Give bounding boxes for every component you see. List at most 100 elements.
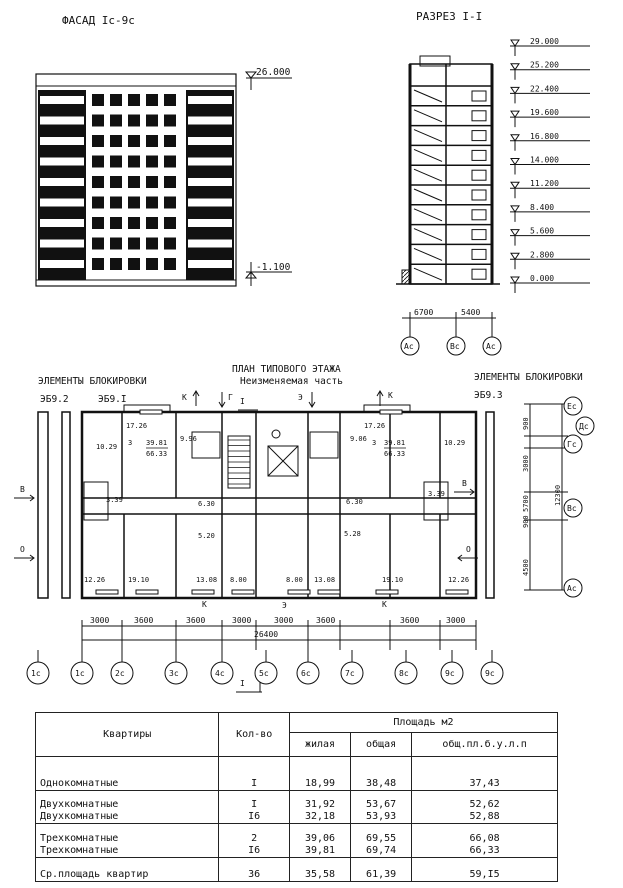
plan-axis-label-2: 2с: [115, 669, 125, 678]
table-cell-value: I6: [248, 844, 261, 856]
plan-axis-label-3: 3с: [169, 669, 179, 678]
plan-right-code: ЭБ9.3: [474, 390, 503, 401]
apt-l-n: 3: [128, 439, 132, 447]
plan-axis-7: 7с: [340, 650, 364, 685]
marker-o-left: О: [20, 545, 25, 554]
marker-e-top: Э: [298, 393, 303, 402]
room-r-hall: 9.06: [350, 435, 367, 443]
plan-axis-3: 3с: [164, 650, 188, 685]
room-r-bot1: 12.26: [448, 576, 469, 584]
section-level-2: 22.400: [510, 84, 590, 104]
table-cell-value: 69,74: [366, 844, 397, 856]
room-r-k-top: 10.29: [444, 439, 465, 447]
marker-k-top-right: К: [388, 391, 393, 400]
plan-right-axis-label-4: Ас: [567, 584, 577, 593]
table-cell-value: I: [251, 777, 258, 789]
rdim-1: 900: [522, 417, 530, 430]
col-apartments: Квартиры: [34, 711, 220, 758]
section-level-label-6: 11.200: [530, 179, 559, 188]
room-l-bot3: 13.08: [196, 576, 217, 584]
plan-axis-label-5: 5с: [259, 669, 269, 678]
table-cell-total: 61,39: [350, 856, 413, 882]
plan-drawing: [37, 404, 495, 600]
table-cell-summer: 37,43: [411, 756, 558, 791]
marker-i-top: I: [240, 397, 245, 406]
plan-dimension-chain: 3000 3600 3600 3000 3000 3600 3600 3000 …: [81, 616, 477, 650]
dim-1: 3000: [90, 616, 109, 625]
apt-r-n: 3: [372, 439, 376, 447]
rdim-5: 4500: [522, 559, 530, 576]
table-cell-value: I: [251, 799, 258, 811]
col-living: жилая: [288, 731, 352, 758]
section-level-label-2: 22.400: [530, 84, 559, 93]
plan-right-axis-label-0: Ес: [567, 402, 577, 411]
room-r-top: 17.26: [364, 422, 385, 430]
plan-axis-label-9: 9с: [445, 669, 455, 678]
plan-markers: К Г I Э К К Э К В О В О I: [14, 390, 478, 693]
section-axis-v: Вс: [446, 336, 466, 356]
dim-7: 3600: [400, 616, 419, 625]
rdim-3: 5700: [522, 495, 530, 512]
marker-v-left: В: [20, 485, 25, 494]
rdim-4: 900: [522, 515, 530, 528]
facade-level-bottom: -1.100: [244, 262, 292, 286]
marker-g: Г: [228, 393, 233, 402]
dim-6: 3600: [316, 616, 335, 625]
plan-axis-2: 2с: [110, 650, 134, 685]
apt-l-total: 66.33: [146, 450, 167, 458]
plan-axis-label-7: 7с: [345, 669, 355, 678]
table-cell-names: Однокомнатные: [34, 756, 220, 791]
section-level-label-4: 16.800: [530, 132, 559, 141]
section-axis-a1-label: Ас: [404, 342, 414, 351]
plan-right-axis-4: Ас: [563, 578, 583, 598]
plan-right-axis-1: Дс: [575, 416, 595, 436]
table-cell-value: 32,18: [304, 811, 336, 823]
room-l-k-top: 10.29: [96, 443, 117, 451]
table-cell-value: 61,39: [366, 869, 397, 880]
plan-axis-8: 8с: [394, 650, 418, 685]
plan-title: ПЛАН ТИПОВОГО ЭТАЖА: [232, 364, 341, 375]
rdim-total: 12300: [554, 485, 562, 506]
table-cell-living: 18,99: [288, 756, 352, 791]
section-axis-a2: Ас: [482, 336, 502, 356]
dim-total: 26400: [254, 630, 278, 639]
room-l-bath: 3.39: [106, 496, 123, 504]
section-level-7: 8.400: [510, 203, 590, 222]
marker-e-bottom: Э: [282, 601, 287, 610]
plan-right-axis-0: Ес: [563, 396, 583, 416]
col-total-summer: общ.пл.б.у.л.п: [411, 731, 558, 758]
plan-axis-label-4: 4с: [215, 669, 225, 678]
table-cell-value: 37,43: [469, 777, 500, 789]
room-r-lob: 5.28: [344, 530, 361, 538]
dim-5: 3000: [274, 616, 293, 625]
table-cell-value: Трехкомнатные: [40, 844, 119, 856]
table-cell-value: 39,06: [304, 832, 336, 844]
plan-right-axis-2: Гс: [563, 434, 583, 454]
section-level-0: 29.000: [510, 37, 590, 56]
plan-axis-1: 1с: [70, 650, 94, 685]
apt-r-total: 66.33: [384, 450, 405, 458]
section-level-9: 2.800: [510, 250, 590, 270]
room-l-bot2: 19.10: [128, 576, 149, 584]
table-cell-value: 53,93: [366, 811, 397, 823]
marker-k-top-left: К: [182, 393, 187, 402]
section-level-label-8: 5.600: [530, 227, 554, 236]
table-cell-value: Двухкомнатные: [40, 799, 119, 811]
marker-o-right: О: [466, 545, 471, 554]
marker-v-right: В: [462, 479, 467, 488]
marker-k-bottom-right: К: [382, 600, 387, 609]
plan-right-axis-label-1: Дс: [579, 422, 589, 431]
room-l-bot1: 12.26: [84, 576, 105, 584]
plan-axis-label-6: 6с: [301, 669, 311, 678]
